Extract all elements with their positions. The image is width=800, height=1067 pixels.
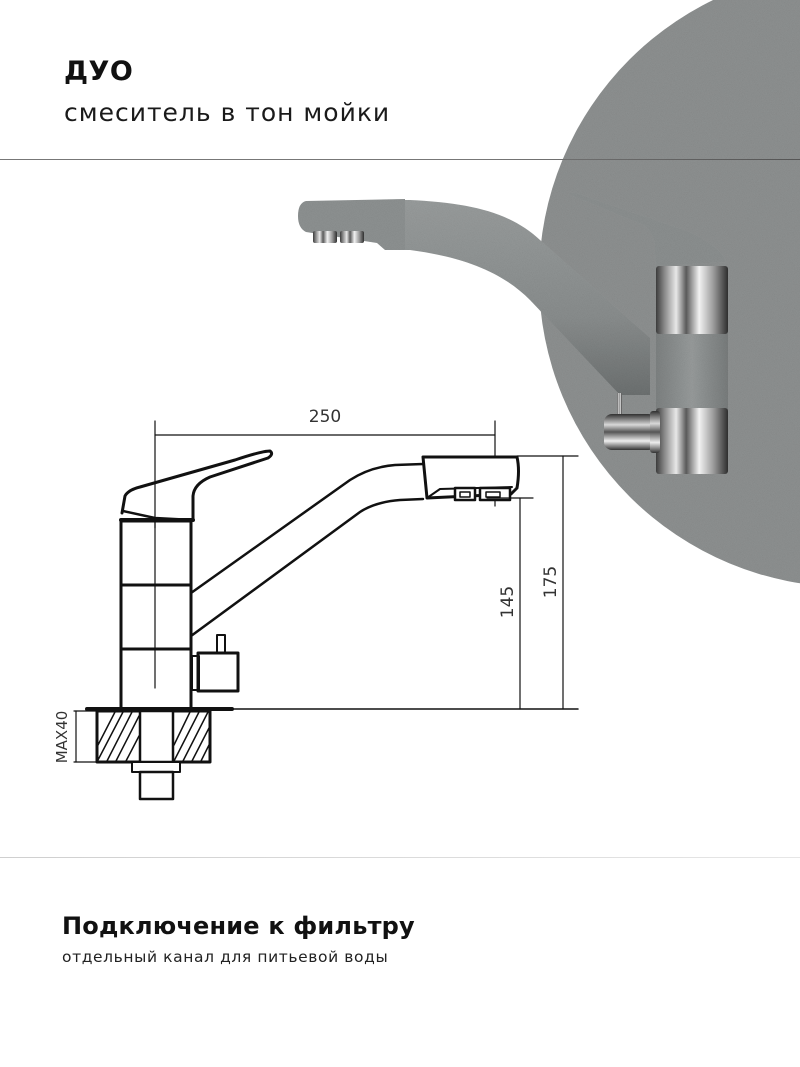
feature-description: отдельный канал для питьевой воды <box>62 948 389 966</box>
dim-label-250: 250 <box>309 407 341 427</box>
divider-bottom <box>0 857 800 858</box>
dim-label-145: 145 <box>498 586 518 618</box>
faucet-photo <box>298 192 728 410</box>
technical-drawing <box>73 420 579 801</box>
dim-label-175: 175 <box>541 566 561 598</box>
dim-label-max40: MAX40 <box>53 711 71 764</box>
product-subtitle: смеситель в тон мойки <box>64 98 391 127</box>
product-title: ДУО <box>64 56 134 87</box>
feature-title: Подключение к фильтру <box>62 912 415 940</box>
divider-top <box>0 159 800 160</box>
